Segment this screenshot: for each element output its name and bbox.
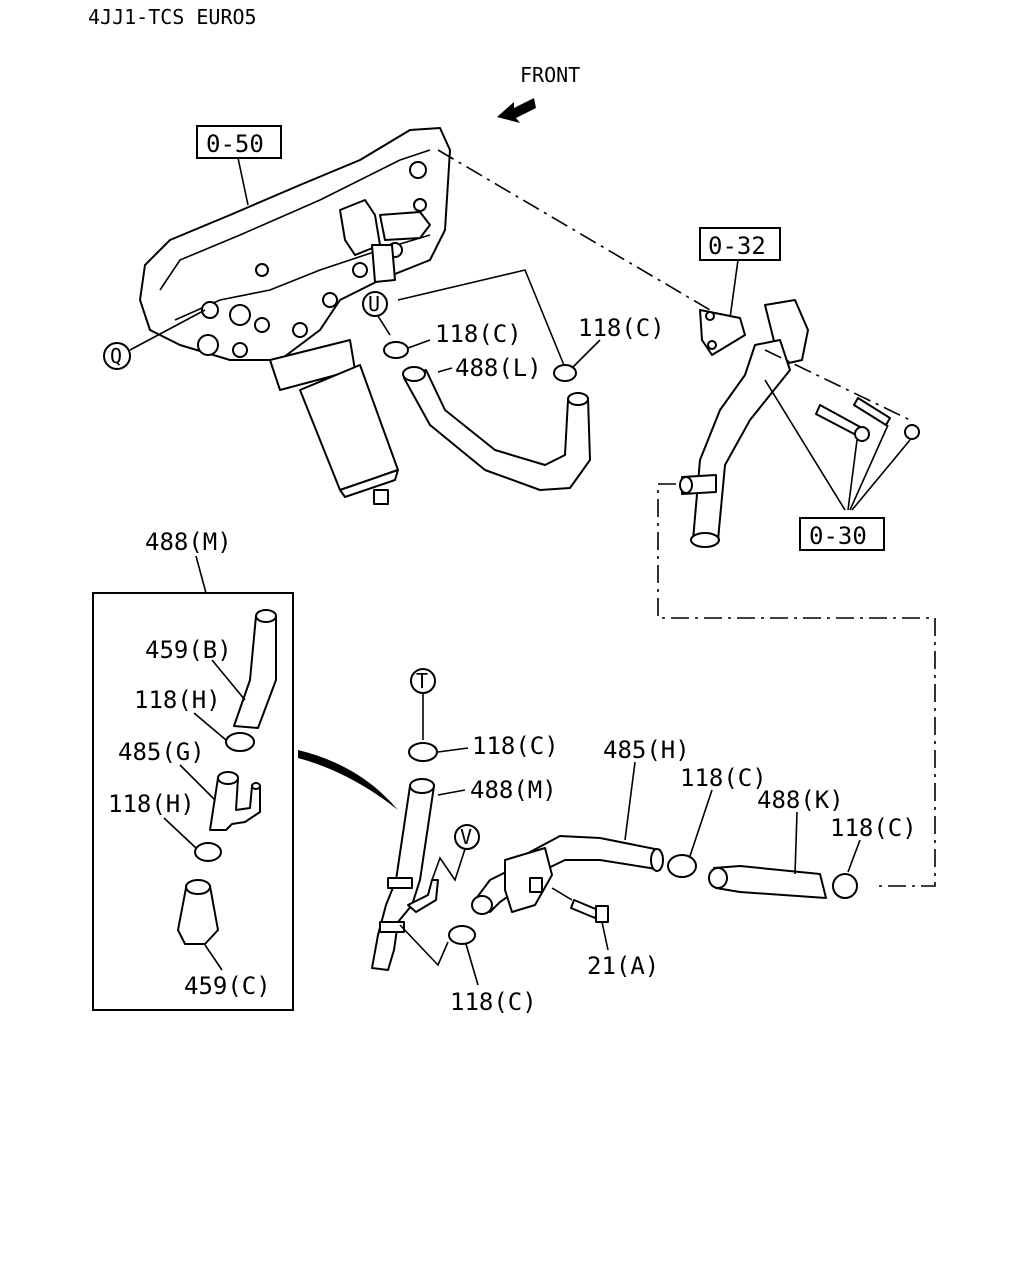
callout-118c-b: 118(C) bbox=[578, 314, 665, 342]
hose-488k bbox=[713, 865, 827, 899]
clamp-118c-f bbox=[448, 925, 476, 945]
oil-filter bbox=[269, 339, 399, 505]
water-pipe-0-30 bbox=[679, 299, 809, 548]
ref-0-32: 0-32 bbox=[708, 232, 766, 260]
circle-v bbox=[454, 824, 480, 850]
front-label: FRONT bbox=[520, 63, 580, 87]
gasket-0-32 bbox=[699, 309, 746, 356]
circle-q bbox=[103, 342, 131, 370]
ref-box-0-32 bbox=[699, 227, 781, 261]
callout-488m-top: 488(M) bbox=[145, 528, 232, 556]
clamp-118c-e bbox=[832, 873, 858, 899]
callout-488l: 488(L) bbox=[455, 354, 542, 382]
callout-118c-f: 118(C) bbox=[450, 988, 537, 1016]
bolts-0-30 bbox=[815, 397, 920, 442]
reference-arrow bbox=[298, 750, 398, 810]
callout-118c-e: 118(C) bbox=[830, 814, 917, 842]
ref-box-0-50 bbox=[196, 125, 282, 159]
callout-118c-a: 118(C) bbox=[435, 320, 522, 348]
clamp-118c-a bbox=[383, 339, 431, 359]
ref-0-30: 0-30 bbox=[809, 522, 867, 550]
callout-485h: 485(H) bbox=[603, 736, 690, 764]
callout-118c-d: 118(C) bbox=[680, 764, 767, 792]
hose-488l bbox=[403, 369, 591, 491]
model-title: 4JJ1-TCS EURO5 bbox=[88, 5, 257, 29]
pipe-485h bbox=[474, 835, 661, 913]
circle-u-label: U bbox=[368, 292, 380, 316]
clamp-118h-a bbox=[225, 732, 255, 752]
circle-t-label: T bbox=[416, 669, 428, 693]
pipe-485g bbox=[209, 777, 261, 831]
clamp-118c-d bbox=[667, 854, 697, 878]
callout-118h-a: 118(H) bbox=[134, 686, 221, 714]
circle-u bbox=[362, 291, 388, 317]
callout-488k: 488(K) bbox=[757, 786, 844, 814]
ref-box-0-30 bbox=[799, 517, 885, 551]
ref-0-50: 0-50 bbox=[206, 130, 264, 158]
clamp-118h-b bbox=[194, 842, 222, 862]
bolt-21a bbox=[570, 899, 609, 923]
circle-q-label: Q bbox=[110, 344, 122, 368]
circle-v-label: V bbox=[460, 825, 472, 849]
clamp-118c-t bbox=[408, 742, 469, 762]
callout-488m: 488(M) bbox=[470, 776, 557, 804]
callout-485g: 485(G) bbox=[118, 738, 205, 766]
callout-118c-t: 118(C) bbox=[472, 732, 559, 760]
callout-459b: 459(B) bbox=[145, 636, 232, 664]
callout-118h-b: 118(H) bbox=[108, 790, 195, 818]
cylinder-head-assembly bbox=[139, 127, 451, 361]
callout-459c: 459(C) bbox=[184, 972, 271, 1000]
callout-21a: 21(A) bbox=[587, 952, 659, 980]
front-arrow-icon bbox=[497, 98, 536, 123]
clamp-118c-b bbox=[553, 339, 601, 382]
